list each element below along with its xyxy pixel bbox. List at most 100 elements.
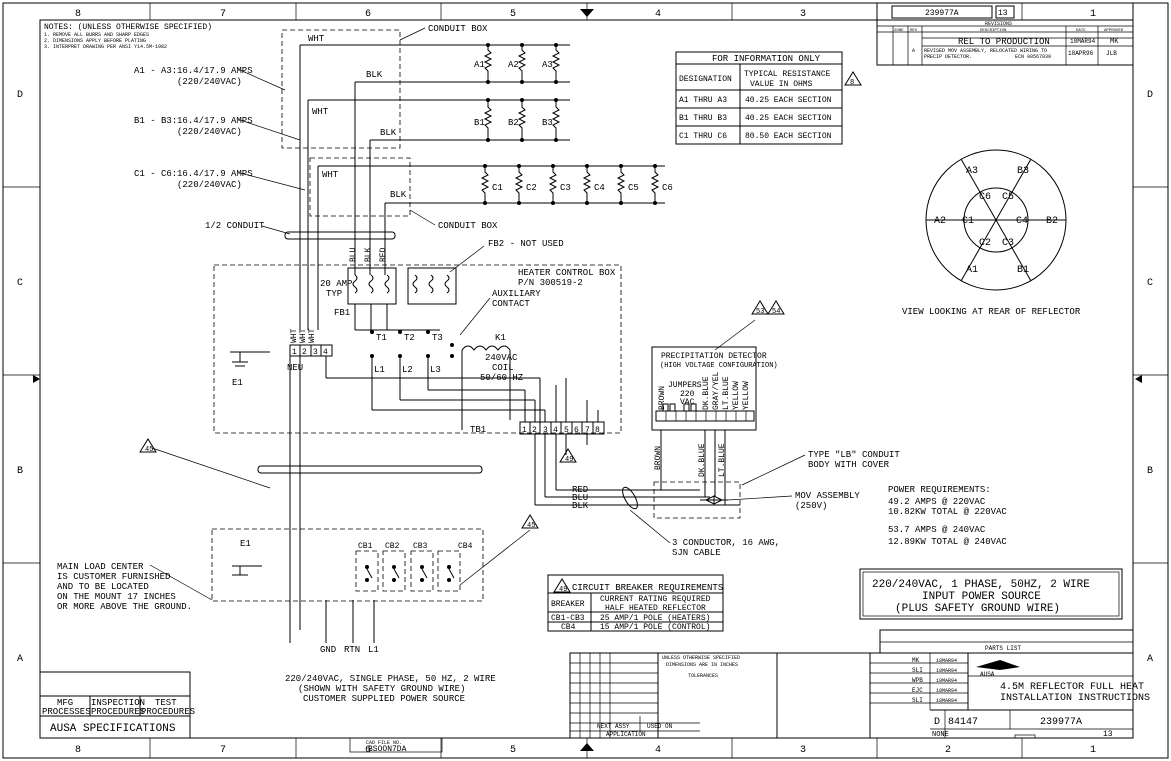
sector-a1: A1 (966, 265, 978, 276)
info-h1: DESIGNATION (679, 75, 732, 84)
heater-labels: A1 - A3: 16.4/17.9 AMPS (220/240VAC) B1 … (134, 66, 253, 190)
sector-c5: C5 (1002, 192, 1014, 203)
tb-unless: UNLESS OTHERWISE SPECIFIED (662, 655, 740, 661)
jumpers-label: JUMPERS (668, 381, 702, 390)
heater-a-label: A1 - A3: (134, 66, 177, 76)
cb-row2-v: 15 AMP/1 POLE (CONTROL) (600, 623, 710, 632)
fb2-label: FB2 - NOT USED (488, 239, 564, 249)
heater-a-amps: 16.4/17.9 AMPS (177, 66, 253, 76)
tb1-5: 5 (564, 426, 569, 435)
wire-wht-a: WHT (308, 34, 325, 44)
zone-left-D: D (17, 90, 23, 101)
main-load-note: MAIN LOAD CENTER IS CUSTOMER FURNISHED A… (57, 562, 192, 612)
company-logo (976, 660, 1020, 670)
element-b2: B2 (508, 118, 519, 128)
zone-bottom-1: 1 (1090, 745, 1096, 756)
heater-c-volts: (220/240VAC) (177, 180, 242, 190)
tb-dims: DIMENSIONS ARE IN INCHES (666, 662, 738, 668)
spec-test-2: PROCEDURES (141, 707, 195, 717)
element-b3: B3 (542, 118, 553, 128)
tb-sheet-of: 13 (1103, 730, 1113, 739)
company-name: AUSA (980, 671, 995, 678)
detector-subtitle: (HIGH VOLTAGE CONFIGURATION) (660, 362, 778, 370)
rev-tag-54: 54 (772, 308, 780, 316)
neu-label: NEU (287, 363, 303, 373)
tb-application: APPLICATION (606, 731, 646, 738)
tb-left-3: 3 (313, 348, 318, 357)
element-c6: C6 (662, 183, 673, 193)
cable-label-2: SJN CABLE (672, 548, 721, 558)
rev-col-zone: ZONE (894, 29, 904, 33)
cb3-label: CB3 (413, 542, 428, 551)
main-load-line-2: IS CUSTOMER FURNISHED (57, 572, 170, 582)
wire-blk-cable: BLK (572, 501, 589, 511)
rev-row2-desc1: REVISED MOV ASSEMBLY, RELOCATED WIRING T… (924, 48, 1047, 54)
rev-tag-49: 49 (565, 456, 573, 464)
zone-top-8: 8 (75, 9, 81, 20)
gnd-label: GND (320, 645, 336, 655)
revision-markers: 8 45 45 49 53 54 49 (139, 71, 862, 594)
cb2-label: CB2 (385, 542, 400, 551)
cb-requirements-table: CIRCUIT BREAKER REQUIREMENTS BREAKER CUR… (547, 574, 724, 632)
circuit-breakers: CB1 CB2 CB3 CB4 (355, 542, 473, 592)
input-line-2: INPUT POWER SOURCE (922, 591, 1041, 603)
supply-note: 220/240VAC, SINGLE PHASE, 50 HZ, 2 WIRE … (285, 674, 496, 704)
mov-label: MOV ASSEMBLY (795, 491, 860, 501)
note-3: 3. INTERPRET DRAWING PER ANSI Y14.5M-198… (44, 44, 167, 50)
heater-b-volts: (220/240VAC) (177, 127, 242, 137)
power-line-3: 53.7 AMPS @ 240VAC (888, 525, 986, 535)
tb-parts-list: PARTS LIST (985, 645, 1021, 652)
power-line-2: 10.82KW TOTAL @ 220VAC (888, 507, 1007, 517)
wire-wht-v1: WHT (290, 328, 299, 343)
half-inch-conduit (284, 231, 396, 240)
zone-top-7: 7 (220, 9, 226, 20)
cb-row2-b: CB4 (561, 623, 576, 632)
pin-dkblue: DK.BLUE (702, 376, 711, 410)
lb-conduit-body (653, 481, 741, 519)
tb-date-1: 18MAR94 (936, 658, 957, 664)
pin-ltblue: LT.BLUE (722, 376, 731, 410)
wire-red: RED (379, 247, 388, 262)
fuse-rating: 20 AMP (320, 279, 352, 289)
tb1-label: TB1 (470, 425, 486, 435)
sector-c2: C2 (979, 238, 991, 249)
fuse-typ: TYP (326, 289, 342, 299)
ground-e1-load: E1 (232, 539, 262, 576)
zone-right-A: A (1147, 654, 1153, 665)
rev-row2-appr: JLB (1106, 50, 1117, 57)
tb-date-5: 18MAR94 (936, 698, 957, 704)
wire-blk-v: BLK (364, 247, 373, 262)
info-row1-v: 40.25 EACH SECTION (745, 96, 832, 105)
cad-block: CAD FILE NO. BSOON7DA (349, 737, 443, 754)
spec-test: TEST (155, 698, 177, 708)
supply-line-3: CUSTOMER SUPPLIED POWER SOURCE (303, 694, 465, 704)
sector-c6: C6 (979, 192, 991, 203)
input-power-box: 220/240VAC, 1 PHASE, 50HZ, 2 WIRE INPUT … (859, 568, 1123, 620)
main-load-line-5: OR MORE ABOVE THE GROUND. (57, 602, 192, 612)
sector-a2: A2 (934, 216, 946, 227)
zone-top-1: 1 (1090, 9, 1096, 20)
zone-left-B: B (17, 466, 23, 477)
conduit-box-label-2: CONDUIT BOX (438, 221, 498, 231)
tb-name-4: EJC (912, 687, 923, 694)
cable-wires: RED BLU BLK (534, 434, 740, 511)
rev-col-approved: APPROVED (1104, 29, 1124, 33)
contactor-k1: T1 T2 T3 L1 L2 L3 (354, 304, 511, 430)
tb1-6: 6 (574, 426, 579, 435)
element-c4: C4 (594, 183, 605, 193)
zone-top-4: 4 (655, 9, 661, 20)
element-c5: C5 (628, 183, 639, 193)
notes-title: NOTES: (UNLESS OTHERWISE SPECIFIED) (44, 23, 212, 32)
spec-mfg-2: PROCESSES (42, 707, 91, 717)
rev-row2-desc2: PRECIP DETECTOR. (924, 54, 972, 60)
cable-label: 3 CONDUCTOR, 16 AWG, (672, 538, 780, 548)
zone-top-3: 3 (800, 9, 806, 20)
e1-label-box: E1 (232, 378, 243, 388)
drawing-title-2: INSTALLATION INSTRUCTIONS (1000, 693, 1150, 704)
cb1-label: CB1 (358, 542, 373, 551)
rtn-label: RTN (344, 645, 360, 655)
e1-label-load: E1 (240, 539, 251, 549)
wire-blu: BLU (349, 247, 358, 262)
info-h2b: VALUE IN OHMS (750, 80, 813, 89)
